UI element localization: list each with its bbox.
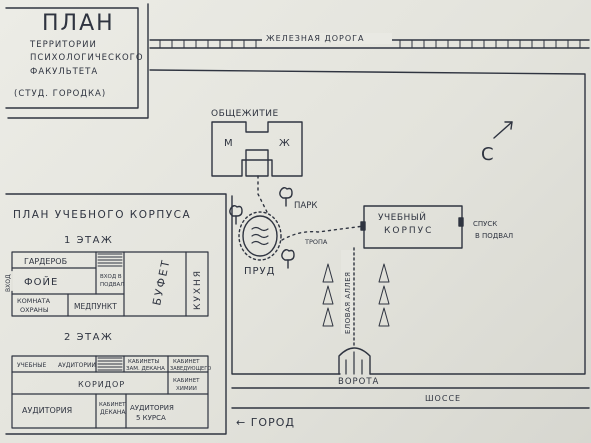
- floor-1-plan: [11, 251, 209, 317]
- floor-plan-title: ПЛАН УЧЕБНОГО КОРПУСА: [13, 209, 191, 221]
- floor-1-label: 1 ЭТАЖ: [64, 235, 113, 246]
- dorm-label: ОБЩЕЖИТИЕ: [211, 109, 279, 119]
- room-auditorium: АУДИТОРИЯ: [22, 406, 72, 415]
- trail-label: ТРОПА: [304, 238, 328, 246]
- fir-tree-icon: [322, 263, 390, 327]
- basement-label-2: В ПОДВАЛ: [475, 232, 513, 240]
- title-box-border: [5, 7, 139, 109]
- floor-2-label: 2 ЭТАЖ: [64, 332, 113, 343]
- room-stairs-2: ПОДВАЛ: [100, 282, 124, 288]
- tree-icon: [279, 187, 293, 207]
- room-kitchen: КУХНЯ: [193, 269, 203, 310]
- basement-label-1: СПУСК: [473, 220, 497, 228]
- room-cab-chem-2: ХИМИИ: [176, 386, 197, 392]
- dorm-zh-wing: Ж: [279, 138, 290, 149]
- title-box-right-edge: [7, 3, 149, 119]
- title-heading: ПЛАН: [42, 11, 115, 36]
- main-building-label-2: КОРПУС: [384, 226, 433, 236]
- room-corridor: КОРИДОР: [78, 380, 125, 389]
- dorm-path: [257, 175, 269, 215]
- room-dean-2: ДЕКАНА: [100, 409, 126, 416]
- highway-label: ШОССЕ: [425, 394, 461, 403]
- room-security-2: ОХРАНЫ: [20, 306, 49, 314]
- tree-icon: [229, 205, 243, 225]
- dorm-m-wing: М: [224, 138, 233, 149]
- title-line-3: ФАКУЛЬТЕТА: [30, 67, 98, 77]
- main-building-label-1: УЧЕБНЫЙ: [378, 211, 426, 223]
- room-cab-chem-1: КАБИНЕТ: [173, 378, 200, 384]
- dorm-center-block: [245, 149, 269, 161]
- gate: [338, 347, 371, 375]
- city-label: ← ГОРОД: [236, 416, 295, 429]
- pond-label: ПРУД: [244, 266, 275, 277]
- room-cab-dean-2: ЗАМ. ДЕКАНА: [126, 366, 165, 372]
- floor-plan-panel-border: [5, 193, 227, 435]
- railway-label: ЖЕЛЕЗНАЯ ДОРОГА: [266, 34, 364, 43]
- room-buffet: БУФЕТ: [150, 258, 173, 307]
- north-label: С: [481, 144, 494, 165]
- territory-boundary: [149, 69, 586, 375]
- room-aud5-1: АУДИТОРИЯ: [130, 404, 174, 412]
- trail: [281, 225, 365, 241]
- floor-1-entrance-label: ВХОД: [5, 274, 12, 292]
- pond: [238, 211, 282, 261]
- room-stairs-1: ВХОД В: [100, 274, 122, 280]
- title-line-2: ПСИХОЛОГИЧЕСКОГО: [30, 53, 144, 63]
- park-label: ПАРК: [294, 201, 317, 211]
- title-line-1: ТЕРРИТОРИИ: [29, 40, 97, 50]
- room-dean-1: КАБИНЕТ: [99, 402, 126, 408]
- room-classrooms-left: УЧЕБНЫЕ: [17, 362, 46, 369]
- main-building-entrance: [360, 221, 366, 231]
- room-cab-head-2: ЗАВЕДУЮЩЕГО: [170, 366, 211, 372]
- room-security-1: КОМНАТА: [17, 297, 51, 305]
- title-line-4: (СТУД. ГОРОДКА): [14, 89, 106, 99]
- room-medical: МЕДПУНКТ: [74, 302, 117, 311]
- room-classrooms-right: АУДИТОРИИ: [58, 362, 96, 369]
- alley-label: ЕЛОВАЯ АЛЛЕЯ: [344, 272, 352, 334]
- room-foyer: ФОЙЕ: [24, 275, 58, 288]
- gate-label: ВОРОТА: [338, 377, 379, 387]
- north-arrow-icon: [493, 121, 513, 139]
- floor-2-plan: [11, 355, 209, 429]
- basement-entrance: [458, 217, 464, 227]
- room-cab-dean-1: КАБИНЕТЫ: [128, 359, 160, 365]
- room-aud5-2: 5 КУРСА: [136, 414, 166, 422]
- dorm-building: [211, 121, 303, 177]
- tree-icon: [281, 249, 295, 269]
- room-wardrobe: ГАРДЕРОБ: [24, 257, 67, 266]
- room-cab-head-1: КАБИНЕТ: [173, 359, 200, 365]
